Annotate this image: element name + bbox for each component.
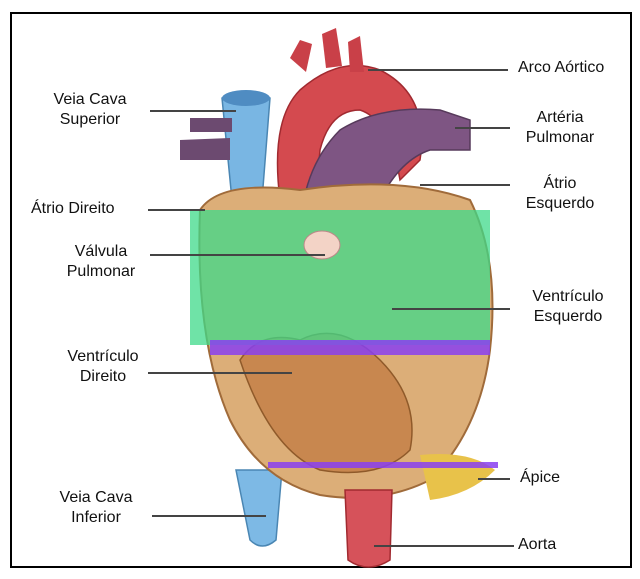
- label-valvula-pulmonar-line1: Válvula: [46, 242, 156, 262]
- superior-vena-cava-opening: [222, 90, 270, 106]
- descending-aorta-shape: [345, 490, 392, 567]
- violet-overlay-top: [210, 340, 490, 355]
- green-overlay: [190, 210, 490, 345]
- pulmonary-left-branch-2: [190, 118, 232, 132]
- label-aorta: Aorta: [518, 535, 556, 555]
- label-veia-cava-inferior-line2: Inferior: [40, 508, 152, 528]
- label-veia-cava-inferior-line1: Veia Cava: [40, 488, 152, 508]
- label-atrio-esquerdo-line1: Átrio: [500, 174, 620, 194]
- label-ventriculo-esquerdo-line2: Esquerdo: [508, 307, 628, 327]
- pulmonary-left-branch: [180, 138, 230, 160]
- violet-overlay-bottom: [268, 462, 498, 468]
- label-veia-cava-superior-line2: Superior: [34, 110, 146, 130]
- label-ventriculo-direito-line2: Direito: [48, 367, 158, 387]
- label-atrio-esquerdo-line2: Esquerdo: [500, 194, 620, 214]
- label-veia-cava-superior-line1: Veia Cava: [34, 90, 146, 110]
- label-arteria-pulmonar-line1: Artéria: [500, 108, 620, 128]
- label-arteria-pulmonar-line2: Pulmonar: [500, 128, 620, 148]
- label-ventriculo-esquerdo-line1: Ventrículo: [508, 287, 628, 307]
- label-valvula-pulmonar-line2: Pulmonar: [46, 262, 156, 282]
- label-atrio-direito: Átrio Direito: [31, 199, 115, 219]
- label-arco-aortico: Arco Aórtico: [518, 58, 604, 78]
- label-apice: Ápice: [520, 468, 560, 488]
- label-ventriculo-direito-line1: Ventrículo: [48, 347, 158, 367]
